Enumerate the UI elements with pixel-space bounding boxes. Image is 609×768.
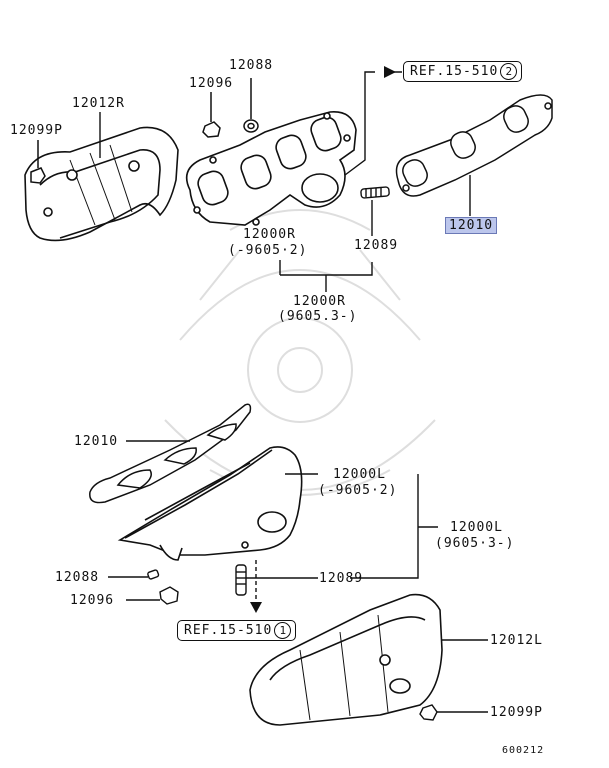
heat-shield-12012R bbox=[24, 126, 179, 242]
ref-number-circle: 1 bbox=[274, 622, 292, 639]
arrow-down-icon bbox=[250, 602, 262, 613]
label-12012R: 12012R bbox=[72, 96, 125, 111]
label-12088-top: 12088 bbox=[229, 58, 274, 73]
stud-12089-top bbox=[360, 186, 390, 199]
label-12010-top-highlighted[interactable]: 12010 bbox=[445, 217, 498, 234]
label-12096-top: 12096 bbox=[189, 76, 234, 91]
label-12089-bottom: 12089 bbox=[319, 571, 364, 586]
gasket-12010-bottom bbox=[89, 403, 252, 504]
diagram-id: 600212 bbox=[502, 745, 545, 756]
label-12000L-a-range: (-9605·2) bbox=[318, 483, 398, 498]
leader-lines-bottom bbox=[126, 440, 488, 713]
heat-shield-12012L bbox=[249, 593, 443, 726]
nut-12099P-bottom bbox=[419, 704, 438, 721]
label-12088-bottom: 12088 bbox=[55, 570, 100, 585]
label-12000R-a: 12000R bbox=[243, 227, 296, 242]
ref-text: REF.15-510 bbox=[184, 623, 273, 638]
ref-number-circle: 2 bbox=[500, 63, 518, 80]
nut-12099P-top bbox=[30, 140, 46, 184]
label-12012L: 12012L bbox=[490, 633, 543, 648]
label-12000L-b-range: (9605·3-) bbox=[435, 536, 515, 551]
ref-text: REF.15-510 bbox=[410, 64, 499, 79]
exhaust-manifold-12000L bbox=[117, 446, 303, 561]
label-12099P-top: 12099P bbox=[10, 123, 63, 138]
label-12089-top: 12089 bbox=[354, 238, 399, 253]
label-12096-bottom: 12096 bbox=[70, 593, 115, 608]
arrow-right-icon bbox=[384, 66, 396, 78]
label-12000R-b: 12000R bbox=[293, 294, 346, 309]
stud-12089-bottom bbox=[235, 564, 247, 596]
label-12000L-b: 12000L bbox=[450, 520, 503, 535]
gasket-12010-top bbox=[395, 94, 553, 197]
label-12000R-b-range: (9605.3-) bbox=[278, 309, 358, 324]
label-12099P-bottom: 12099P bbox=[490, 705, 543, 720]
exhaust-manifold-12000R bbox=[185, 111, 357, 226]
washer-12088-bottom bbox=[147, 569, 160, 580]
label-12000L-a: 12000L bbox=[333, 467, 386, 482]
nut-12096-top bbox=[202, 121, 221, 138]
label-12000R-a-range: (-9605·2) bbox=[228, 243, 308, 258]
label-12010-bottom: 12010 bbox=[74, 434, 119, 449]
nut-12096-bottom bbox=[159, 586, 179, 605]
